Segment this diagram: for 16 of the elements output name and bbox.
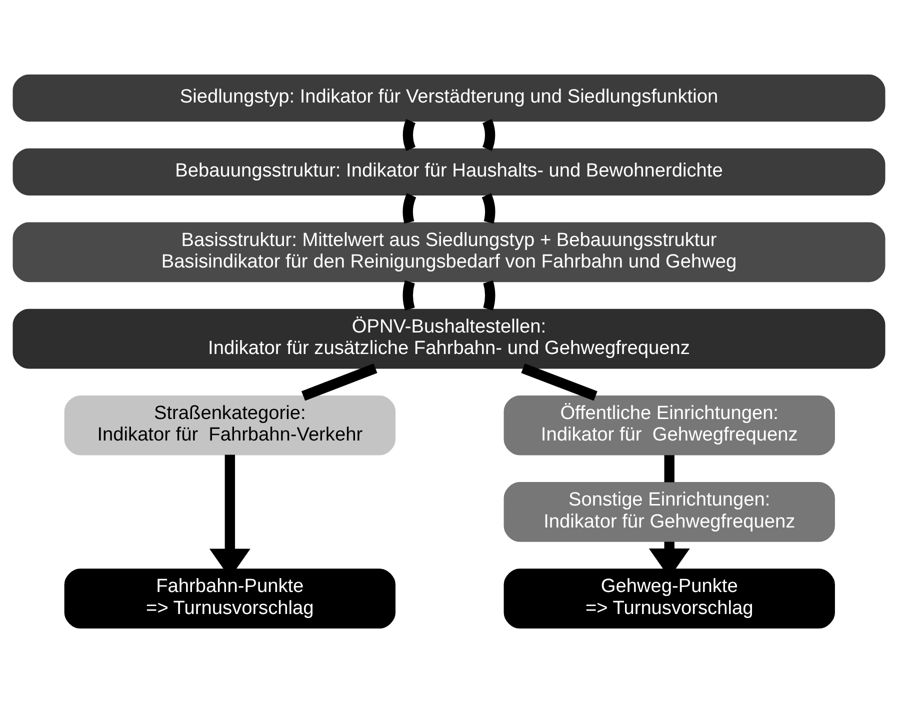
connector bbox=[402, 119, 416, 151]
connector bbox=[402, 193, 416, 224]
node-box: Öffentliche Einrichtungen: Indikator für Gehwegfrequenz bbox=[504, 395, 835, 456]
connector bbox=[482, 193, 496, 224]
node-box: Bebauungsstruktur: Indikator für Haushalts- und Bewohnerdichte bbox=[12, 148, 886, 196]
node-box: Straßenkategorie: Indikator für Fahrbahn-Verkehr bbox=[64, 395, 396, 456]
node-box: Siedlungstyp: Indikator für Verstädterung und Siedlungsfunktion bbox=[12, 74, 886, 122]
node-box: Basisstruktur: Mittelwert aus Siedlungstyp + Bebauungsstruktur Basisindikator für den Reinigungsbedarf von Fahrbahn und Gehweg bbox=[12, 222, 886, 282]
connector bbox=[664, 455, 674, 482]
connector bbox=[482, 119, 496, 151]
connector bbox=[402, 280, 415, 310]
connector bbox=[483, 280, 496, 310]
node-box: Gehweg-Punkte => Turnusvorschlag bbox=[504, 568, 835, 629]
node-box: ÖPNV-Bushaltestellen: Indikator für zusätzliche Fahrbahn- und Gehwegfrequenz bbox=[12, 308, 886, 369]
node-box: Fahrbahn-Punkte => Turnusvorschlag bbox=[64, 568, 396, 629]
node-box: Sonstige Einrichtungen: Indikator für Gehwegfrequenz bbox=[504, 482, 835, 542]
